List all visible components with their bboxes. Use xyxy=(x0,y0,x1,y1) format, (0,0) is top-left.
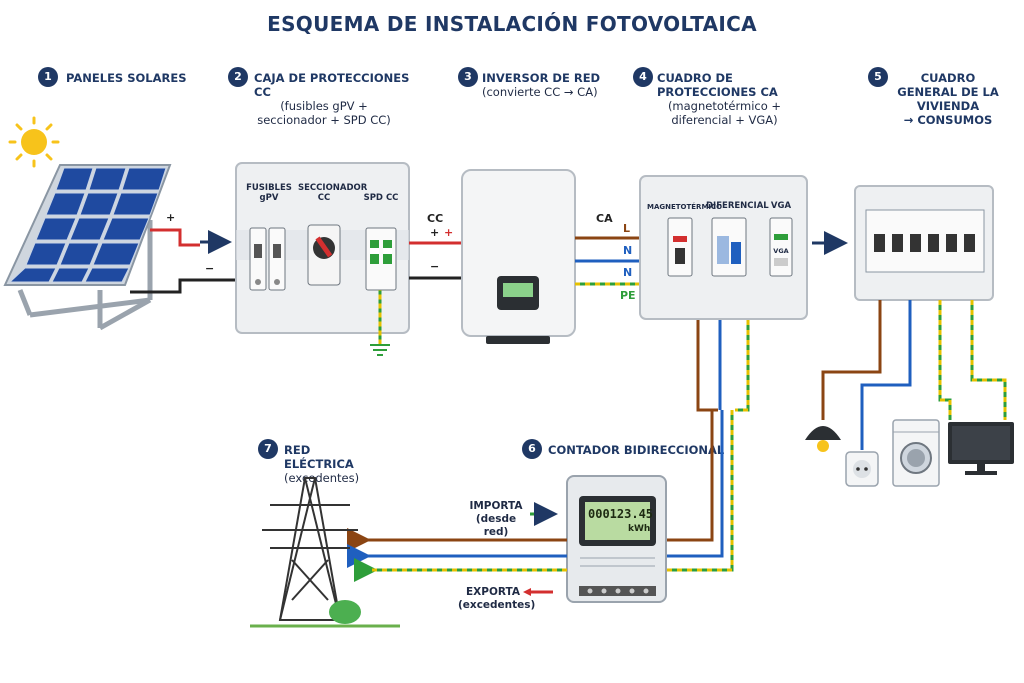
step-4-title: CUADRO DE PROTECCIONES CA xyxy=(657,71,778,99)
fuse-holder-icon xyxy=(249,227,286,291)
step-4-badge: 4 xyxy=(633,67,653,87)
step-7-title: RED ELÉCTRICA xyxy=(284,443,354,471)
step-7-subtitle: (excedentes) xyxy=(284,471,360,485)
meter-unit: kWh xyxy=(628,524,651,534)
dc-positive-wire xyxy=(150,228,200,247)
sun-icon xyxy=(8,116,60,168)
appliance-earth-wire xyxy=(938,300,1007,420)
export-sublabel: (excedentes) xyxy=(458,599,536,611)
vga-device-text: VGA xyxy=(773,247,789,255)
cc-minus-label: − xyxy=(430,260,440,273)
step-1-badge: 1 xyxy=(38,67,58,87)
import-caption: IMPORTA (desde red) xyxy=(463,500,529,539)
residual-current-device-icon xyxy=(711,217,747,277)
step-3-subtitle: (convierte CC → CA) xyxy=(482,85,598,99)
step-3-badge: 3 xyxy=(458,67,478,87)
step-6-badge: 6 xyxy=(522,439,542,459)
dc-negative-wire xyxy=(130,278,238,294)
solar-panels-icon xyxy=(3,164,172,331)
fuses-label: FUSIBLES gPV xyxy=(246,183,292,203)
step-2-badge: 2 xyxy=(228,67,248,87)
step-2-heading: CAJA DE PROTECCIONES CC (fusibles gPV + … xyxy=(254,71,424,127)
step-7-heading: RED ELÉCTRICA (excedentes) xyxy=(284,443,384,485)
dc-protection-box xyxy=(235,162,410,356)
step-2-title: CAJA DE PROTECCIONES CC xyxy=(254,71,410,99)
step-7-badge: 7 xyxy=(258,439,278,459)
wall-socket-icon xyxy=(845,451,879,487)
socket-wire xyxy=(860,300,912,450)
neutral-label-2: N xyxy=(623,266,633,279)
cc-plus-red-label: + xyxy=(444,226,454,239)
minus-label: − xyxy=(205,262,215,275)
cc-plus-label: + xyxy=(430,226,440,239)
spd-label: SPD CC xyxy=(363,193,399,203)
circuit-breaker-icon xyxy=(667,217,693,277)
ca-label: CA xyxy=(596,212,613,225)
lamp-icon xyxy=(805,426,841,452)
meter-earth-link xyxy=(735,320,750,412)
earth-label: PE xyxy=(620,289,636,302)
meter-live-wire xyxy=(666,410,714,542)
import-label: IMPORTA xyxy=(469,500,523,512)
live-label: L xyxy=(623,222,631,235)
plus-label: + xyxy=(166,211,176,224)
lamp-wire xyxy=(821,300,882,420)
step-5-title: CUADRO GENERAL DE LA VIVIENDA xyxy=(897,71,999,113)
washing-machine-icon xyxy=(892,419,940,487)
dc-disconnector-icon xyxy=(307,224,341,286)
meter-live-link xyxy=(696,320,718,412)
differential-label: DIFERENCIAL xyxy=(706,201,769,211)
import-sublabel: (desde red) xyxy=(475,513,517,538)
step-5-subtitle: → CONSUMOS xyxy=(903,113,993,127)
ground-icon xyxy=(370,344,390,356)
vga-label: VGA xyxy=(770,201,792,211)
step-4-heading: CUADRO DE PROTECCIONES CA (magnetotérmic… xyxy=(657,71,832,127)
disconnector-label: SECCIONADOR CC xyxy=(298,183,368,203)
export-caption: EXPORTA (excedentes) xyxy=(458,586,536,612)
step-6-title: CONTADOR BIDIRECCIONAL xyxy=(548,443,725,457)
inverter-icon xyxy=(461,169,576,344)
step-4-subtitle: (magnetotérmico + diferencial + VGA) xyxy=(667,99,782,127)
step-1-title: PANELES SOLARES xyxy=(66,71,187,85)
diagram-title: ESQUEMA DE INSTALACIÓN FOTOVOLTAICA xyxy=(267,12,757,36)
cc-label: CC xyxy=(427,212,444,225)
step-5-badge: 5 xyxy=(868,67,888,87)
step-2-subtitle: (fusibles gPV + seccionador + SPD CC) xyxy=(257,99,391,127)
meter-reading: 000123.45 xyxy=(588,507,654,521)
step-5-heading: CUADRO GENERAL DE LA VIVIENDA → CONSUMOS xyxy=(893,71,1003,127)
vga-device-icon xyxy=(769,217,793,277)
export-label: EXPORTA xyxy=(466,586,520,598)
neutral-label-1: N xyxy=(623,244,633,257)
meter-neutral-wire xyxy=(666,410,724,558)
bidirectional-meter-icon xyxy=(566,475,667,603)
step-3-title: INVERSOR DE RED xyxy=(482,71,601,85)
meter-earth-wire xyxy=(666,410,734,572)
surge-protector-icon xyxy=(365,227,397,291)
bush-icon xyxy=(329,600,361,624)
step-3-heading: INVERSOR DE RED (convierte CC → CA) xyxy=(482,71,622,99)
television-icon xyxy=(948,422,1014,475)
ac-protection-box xyxy=(639,175,808,320)
breaker-label: MAGNETOTÉRMICO xyxy=(647,203,723,211)
household-panel xyxy=(854,185,994,301)
transmission-tower-icon xyxy=(262,477,358,621)
export-arrow-head-icon xyxy=(523,588,531,596)
